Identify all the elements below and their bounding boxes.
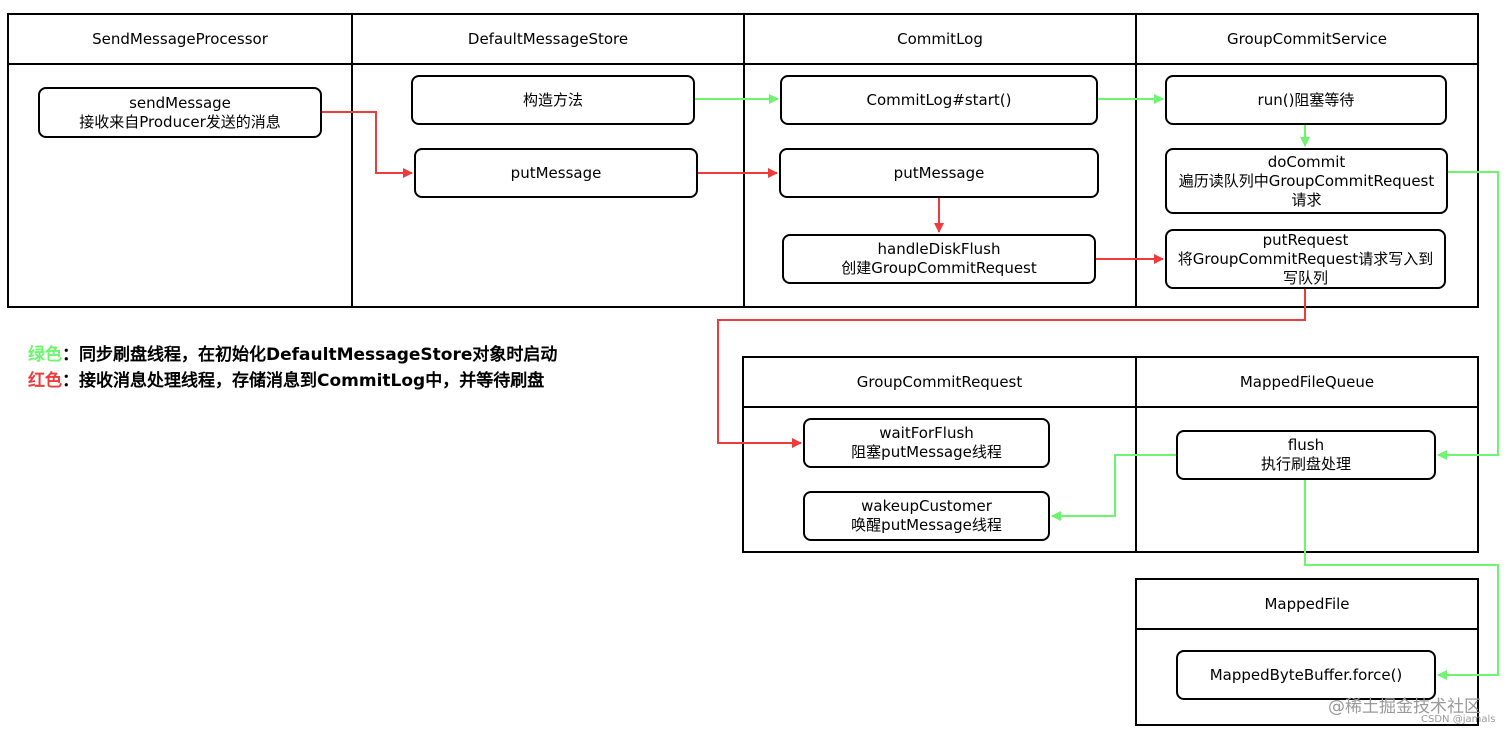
lane-title: DefaultMessageStore: [353, 15, 743, 65]
lane-title: GroupCommitRequest: [744, 358, 1135, 408]
node-mapped-byte-buffer-force: MappedByteBuffer.force(): [1176, 650, 1436, 700]
node-line: run()阻塞等待: [1257, 90, 1355, 109]
node-line: MappedByteBuffer.force(): [1209, 665, 1403, 684]
arrow-flush-to-force: [1304, 480, 1499, 680]
arrow-sendmessage-to-putmessage: [322, 111, 413, 178]
node-do-commit: doCommit 遍历读队列中GroupCommitRequest 请求: [1165, 148, 1448, 214]
node-line: 写队列: [1282, 268, 1328, 287]
arrow-flush-to-wakeup: [1051, 454, 1176, 521]
node-commitlog-start: CommitLog#start(): [780, 75, 1098, 125]
lane-title: MappedFileQueue: [1137, 358, 1477, 408]
node-flush: flush 执行刷盘处理: [1176, 430, 1436, 480]
lane-send-message-processor: SendMessageProcessor: [7, 13, 353, 308]
arrow-putrequest-to-waitforflush: [717, 289, 1306, 448]
node-line: CommitLog#start(): [866, 90, 1012, 109]
legend-green: 绿色：同步刷盘线程，在初始化DefaultMessageStore对象时启动: [28, 342, 557, 368]
node-wakeup-customer: wakeupCustomer 唤醒putMessage线程: [803, 491, 1050, 541]
node-line: sendMessage: [129, 93, 231, 112]
node-run-blocking: run()阻塞等待: [1165, 75, 1447, 125]
legend: 绿色：同步刷盘线程，在初始化DefaultMessageStore对象时启动 红…: [28, 342, 557, 394]
arrow-docommit-to-flush: [1437, 171, 1499, 460]
node-store-put-message: putMessage: [414, 148, 698, 198]
node-commitlog-put-message: putMessage: [779, 148, 1099, 198]
legend-red-key: 红色: [28, 371, 62, 391]
node-line: 阻塞putMessage线程: [851, 443, 1002, 461]
node-line: 遍历读队列中GroupCommitRequest: [1178, 171, 1435, 190]
node-line: 唤醒putMessage线程: [851, 516, 1002, 534]
watermark-sub: CSDN @jamals: [1421, 714, 1496, 725]
legend-green-key: 绿色: [28, 345, 62, 365]
node-line: putMessage: [510, 163, 602, 182]
node-line: doCommit: [1267, 152, 1346, 171]
node-line: 接收来自Producer发送的消息: [79, 112, 281, 131]
node-constructor: 构造方法: [411, 75, 695, 125]
watermark: @稀土掘金技术社区: [1328, 697, 1481, 717]
node-line: putRequest: [1262, 230, 1349, 249]
node-line: 构造方法: [522, 90, 583, 109]
node-line: handleDiskFlush: [877, 240, 1001, 258]
node-line: putMessage: [893, 163, 985, 182]
node-line: 请求: [1291, 190, 1322, 209]
lane-title: SendMessageProcessor: [9, 15, 351, 65]
lane-title: GroupCommitService: [1137, 15, 1477, 65]
node-line: wakeupCustomer: [861, 497, 992, 515]
node-line: 执行刷盘处理: [1260, 455, 1351, 473]
lane-title: MappedFile: [1137, 580, 1477, 630]
node-line: waitForFlush: [879, 424, 974, 442]
legend-red-text: ：接收消息处理线程，存储消息到CommitLog中，并等待刷盘: [62, 371, 545, 391]
node-wait-for-flush: waitForFlush 阻塞putMessage线程: [803, 418, 1050, 468]
node-line: 创建GroupCommitRequest: [841, 259, 1037, 277]
lane-title: CommitLog: [745, 15, 1135, 65]
node-send-message: sendMessage 接收来自Producer发送的消息: [38, 87, 322, 138]
node-line: 将GroupCommitRequest请求写入到: [1177, 249, 1434, 268]
node-handle-disk-flush: handleDiskFlush 创建GroupCommitRequest: [782, 234, 1096, 284]
node-put-request: putRequest 将GroupCommitRequest请求写入到 写队列: [1165, 229, 1446, 289]
legend-red: 红色：接收消息处理线程，存储消息到CommitLog中，并等待刷盘: [28, 368, 557, 394]
node-line: flush: [1287, 436, 1325, 454]
legend-green-text: ：同步刷盘线程，在初始化DefaultMessageStore对象时启动: [62, 345, 558, 365]
